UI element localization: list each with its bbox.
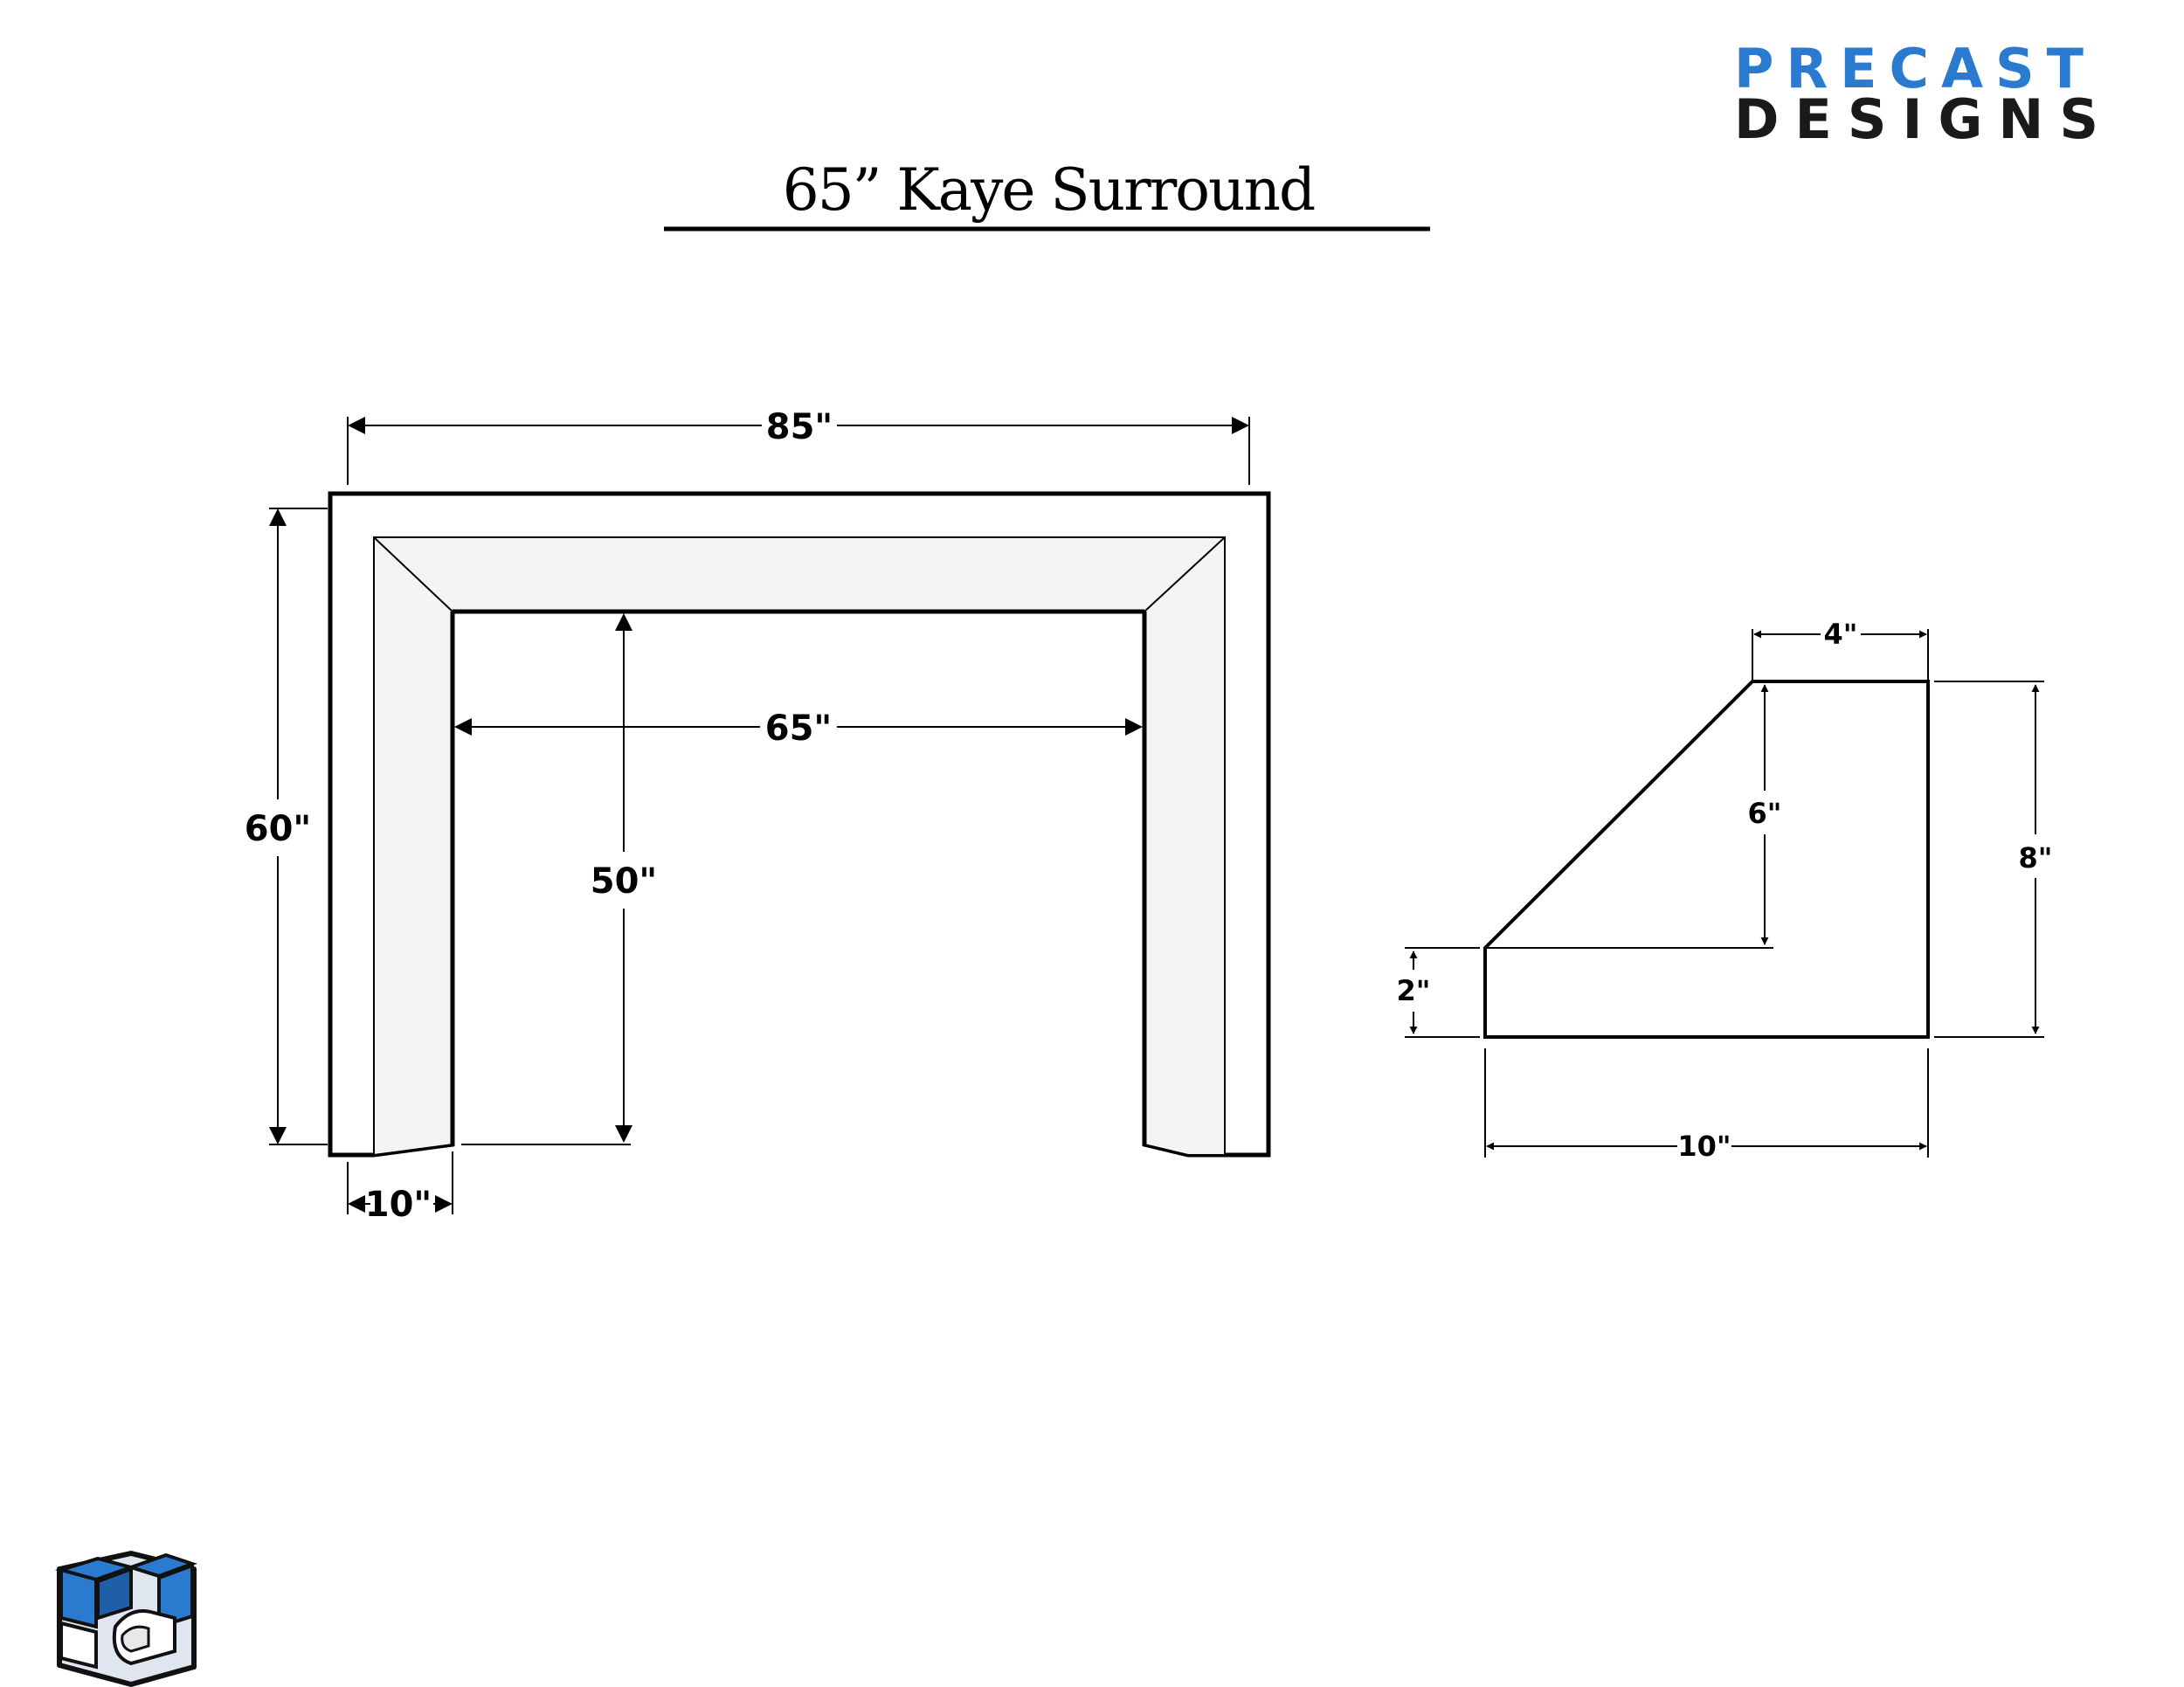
brand-logo: PRECAST DESIGNS: [1734, 37, 2114, 151]
precast-designs-cube-logo-icon: [54, 1551, 198, 1687]
brand-line-1: PRECAST: [1734, 37, 2096, 100]
profile-outline: [1483, 680, 1930, 1039]
dim-overall-height-label-profile: 8": [2019, 841, 2053, 875]
dim-opening-height-label: 50": [591, 861, 658, 902]
miter-right: [1144, 536, 1226, 612]
profile-view: 4" 6" 8" 2" 10": [1397, 618, 2053, 1163]
dim-overall-height-label: 60": [245, 809, 312, 849]
dim-depth-label: 10": [1677, 1130, 1731, 1163]
dim-base-height-label: 2": [1397, 974, 1431, 1007]
miter-left: [373, 536, 453, 612]
dim-top-width-label: 4": [1824, 618, 1858, 651]
surround-face: [373, 536, 1226, 1157]
dim-opening-width-label: 65": [765, 709, 833, 749]
dim-inner-height-label: 6": [1748, 797, 1782, 830]
brand-line-2: DESIGNS: [1734, 87, 2114, 151]
dim-overall-width-label: 85": [766, 407, 833, 447]
dim-leg-width-label: 10": [365, 1185, 432, 1225]
front-view: 85" 60" 65" 50" 10": [245, 407, 1271, 1225]
page-title: 65” Kaye Surround: [783, 156, 1315, 224]
